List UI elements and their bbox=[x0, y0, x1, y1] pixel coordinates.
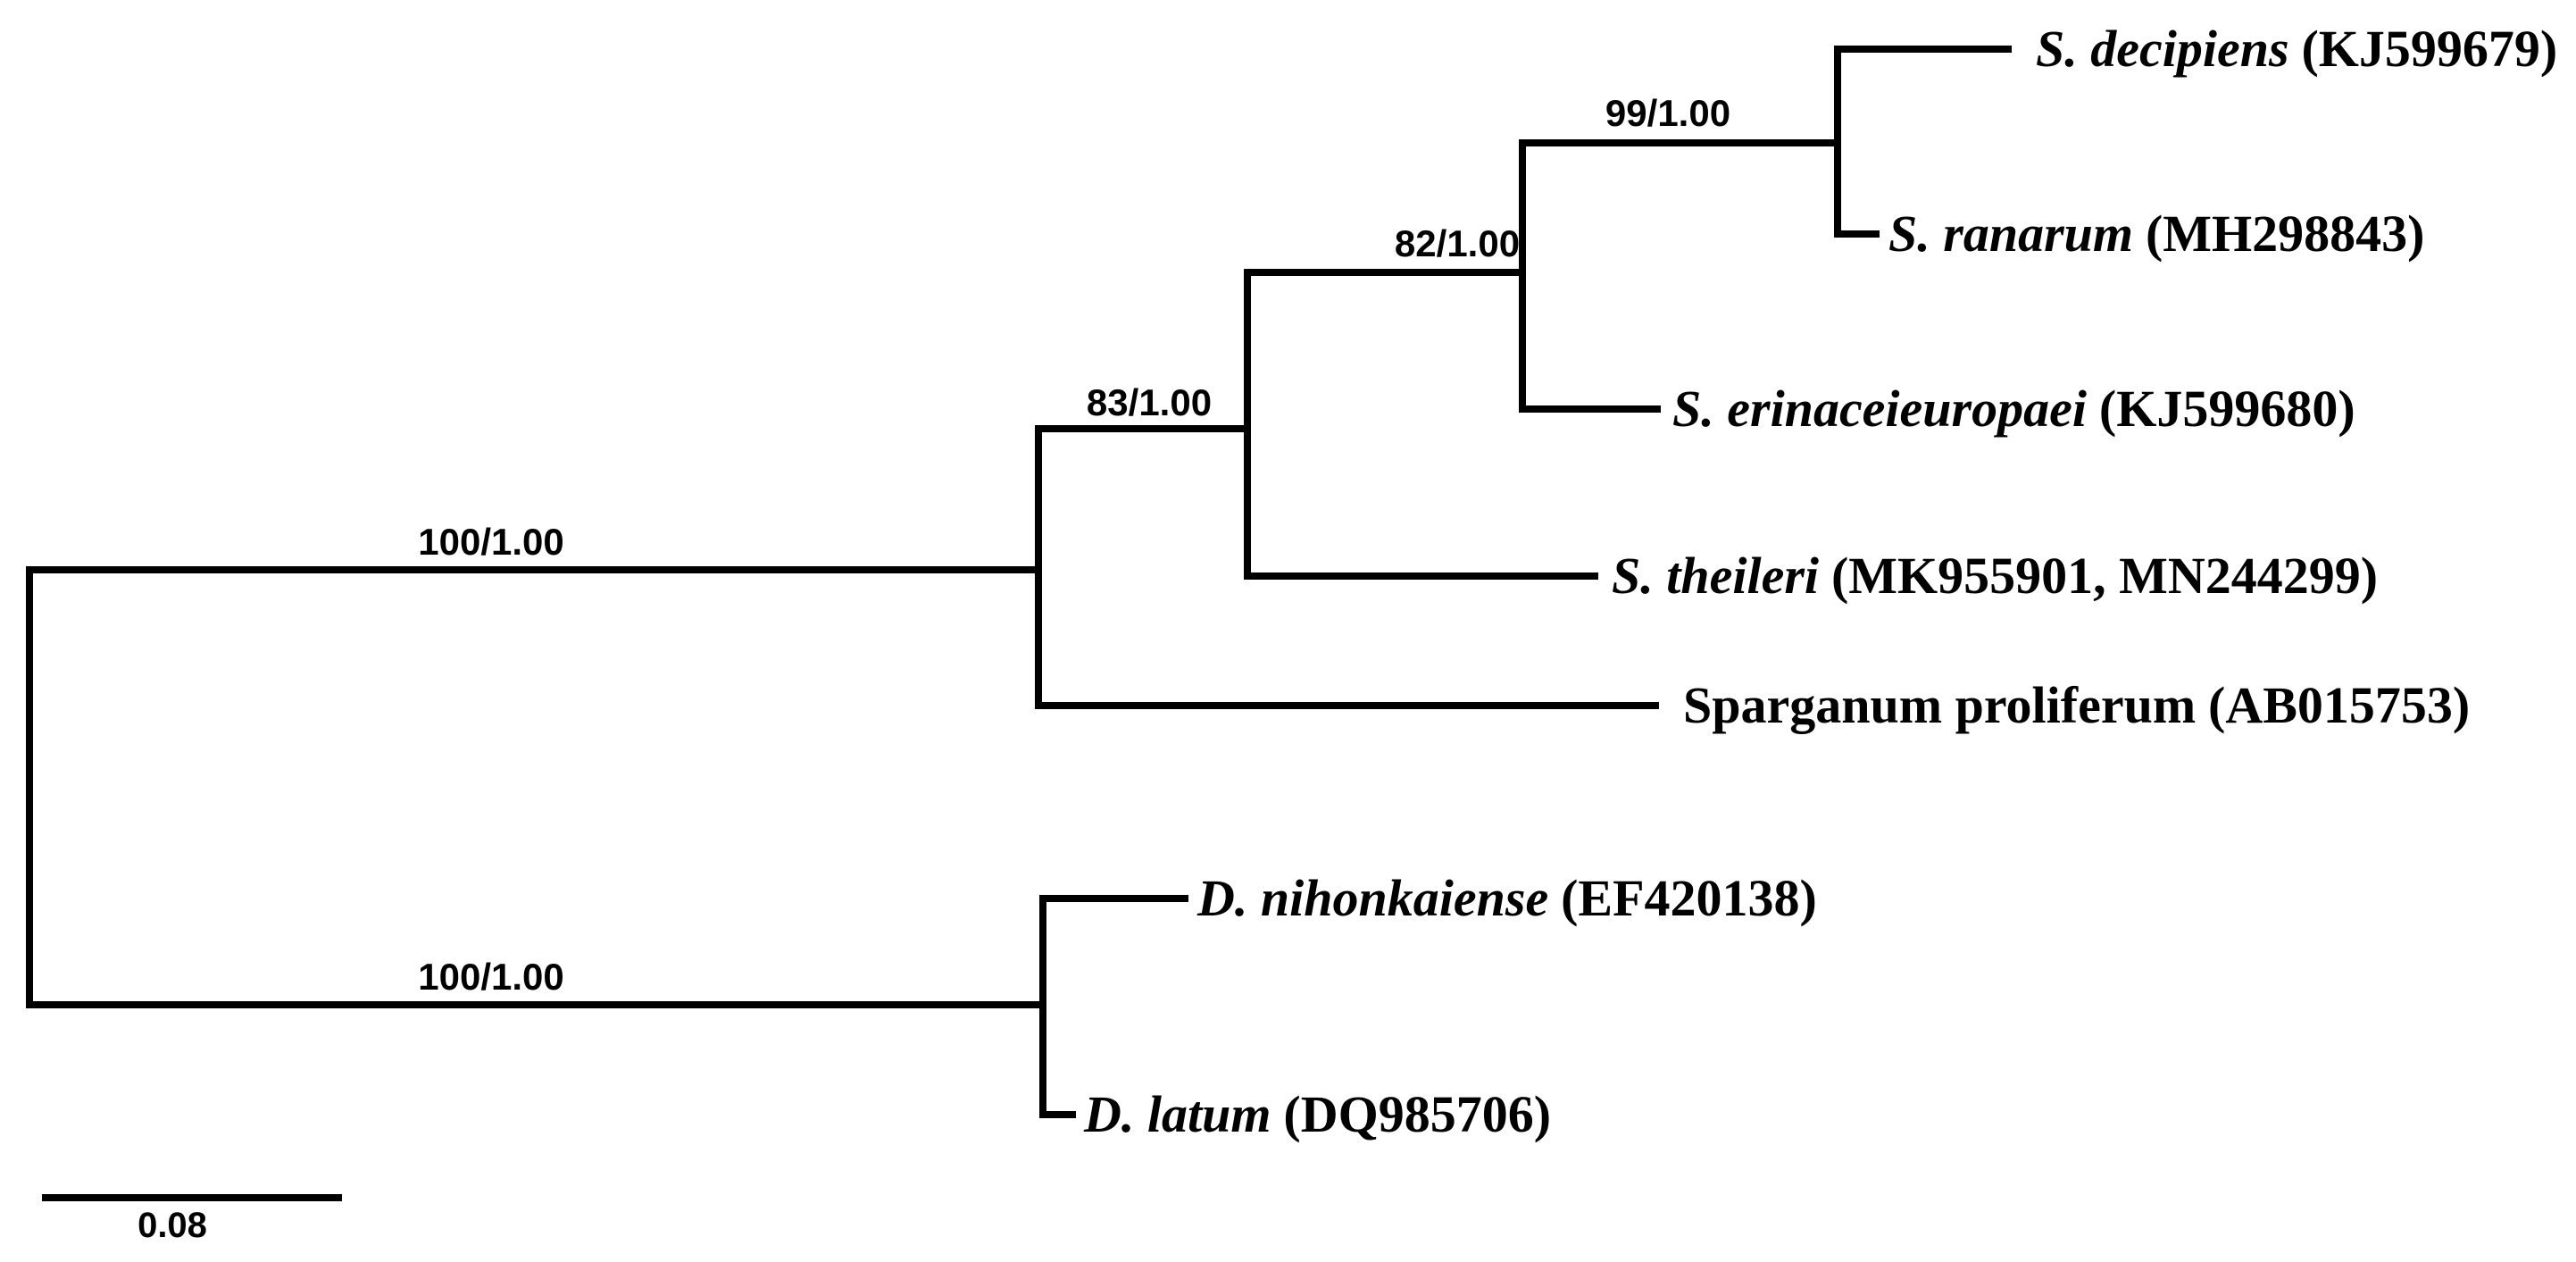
support-value-node-99: 99/1.00 bbox=[1605, 92, 1731, 134]
taxon-name: D. latum bbox=[1084, 1085, 1271, 1143]
branch-to-s-decipiens bbox=[1834, 46, 2012, 53]
branch-to-sparganum-proliferum bbox=[1035, 702, 1659, 709]
branch-root-to-diphyllobothrium-clade bbox=[26, 1001, 1046, 1008]
branch-to-node-83 bbox=[1035, 425, 1251, 432]
node-connector-root-node bbox=[26, 566, 33, 1008]
taxon-label-s-decipiens: S. decipiens(KJ599679) bbox=[2036, 21, 2557, 78]
taxon-label-s-theileri: S. theileri(MK955901, MN244299) bbox=[1612, 547, 2378, 605]
taxon-name: S. erinaceieuropaei bbox=[1672, 380, 2087, 438]
branch-to-s-theileri bbox=[1244, 572, 1598, 580]
branch-to-node-82 bbox=[1244, 269, 1526, 276]
taxon-accession: (DQ985706) bbox=[1283, 1085, 1552, 1143]
scale-bar bbox=[42, 1194, 342, 1201]
taxon-label-s-ranarum: S. ranarum(MH298843) bbox=[1888, 205, 2424, 263]
node-connector-node-99 bbox=[1834, 46, 1841, 238]
taxon-name: S. decipiens bbox=[2036, 20, 2289, 78]
taxon-label-s-erinaceieuropaei: S. erinaceieuropaei(KJ599680) bbox=[1672, 380, 2355, 438]
taxon-accession: (MH298843) bbox=[2145, 205, 2425, 263]
support-value-node-82: 82/1.00 bbox=[1394, 222, 1521, 264]
branch-to-s-ranarum bbox=[1834, 230, 1880, 238]
taxon-name: S. ranarum bbox=[1888, 205, 2134, 263]
taxon-accession: (KJ599680) bbox=[2098, 380, 2355, 438]
branch-to-d-latum bbox=[1039, 1111, 1076, 1118]
node-connector-node-83 bbox=[1244, 269, 1251, 580]
scale-bar-label: 0.08 bbox=[138, 1206, 207, 1245]
taxon-name: Sparganum proliferum bbox=[1683, 676, 2197, 734]
support-value-node-83: 83/1.00 bbox=[1086, 381, 1213, 423]
taxon-name: S. theileri bbox=[1612, 547, 1820, 605]
support-value-diphyllobothrium-root: 100/1.00 bbox=[418, 956, 564, 998]
branch-to-d-nihonkaiense bbox=[1039, 895, 1188, 902]
branch-to-node-99 bbox=[1519, 139, 1841, 146]
taxon-accession: (MK955901, MN244299) bbox=[1830, 547, 2379, 605]
taxon-label-d-latum: D. latum(DQ985706) bbox=[1084, 1086, 1551, 1143]
support-value-spirometra-root: 100/1.00 bbox=[418, 521, 564, 563]
taxon-label-d-nihonkaiense: D. nihonkaiense(EF420138) bbox=[1197, 870, 1817, 927]
branch-root-to-spirometra-clade bbox=[26, 566, 1042, 573]
node-connector-node-diphyllobothrium-clade bbox=[1039, 895, 1046, 1118]
taxon-accession: (AB015753) bbox=[2208, 676, 2471, 734]
node-connector-node-spirometra-clade bbox=[1035, 425, 1042, 709]
taxon-accession: (EF420138) bbox=[1561, 869, 1817, 927]
node-connector-node-82 bbox=[1519, 139, 1526, 413]
taxon-accession: (KJ599679) bbox=[2301, 20, 2558, 78]
taxon-name: D. nihonkaiense bbox=[1197, 869, 1549, 927]
branch-to-s-erinaceieuropaei bbox=[1519, 405, 1661, 413]
taxon-label-sparganum-proliferum: Sparganum proliferum(AB015753) bbox=[1683, 677, 2470, 734]
